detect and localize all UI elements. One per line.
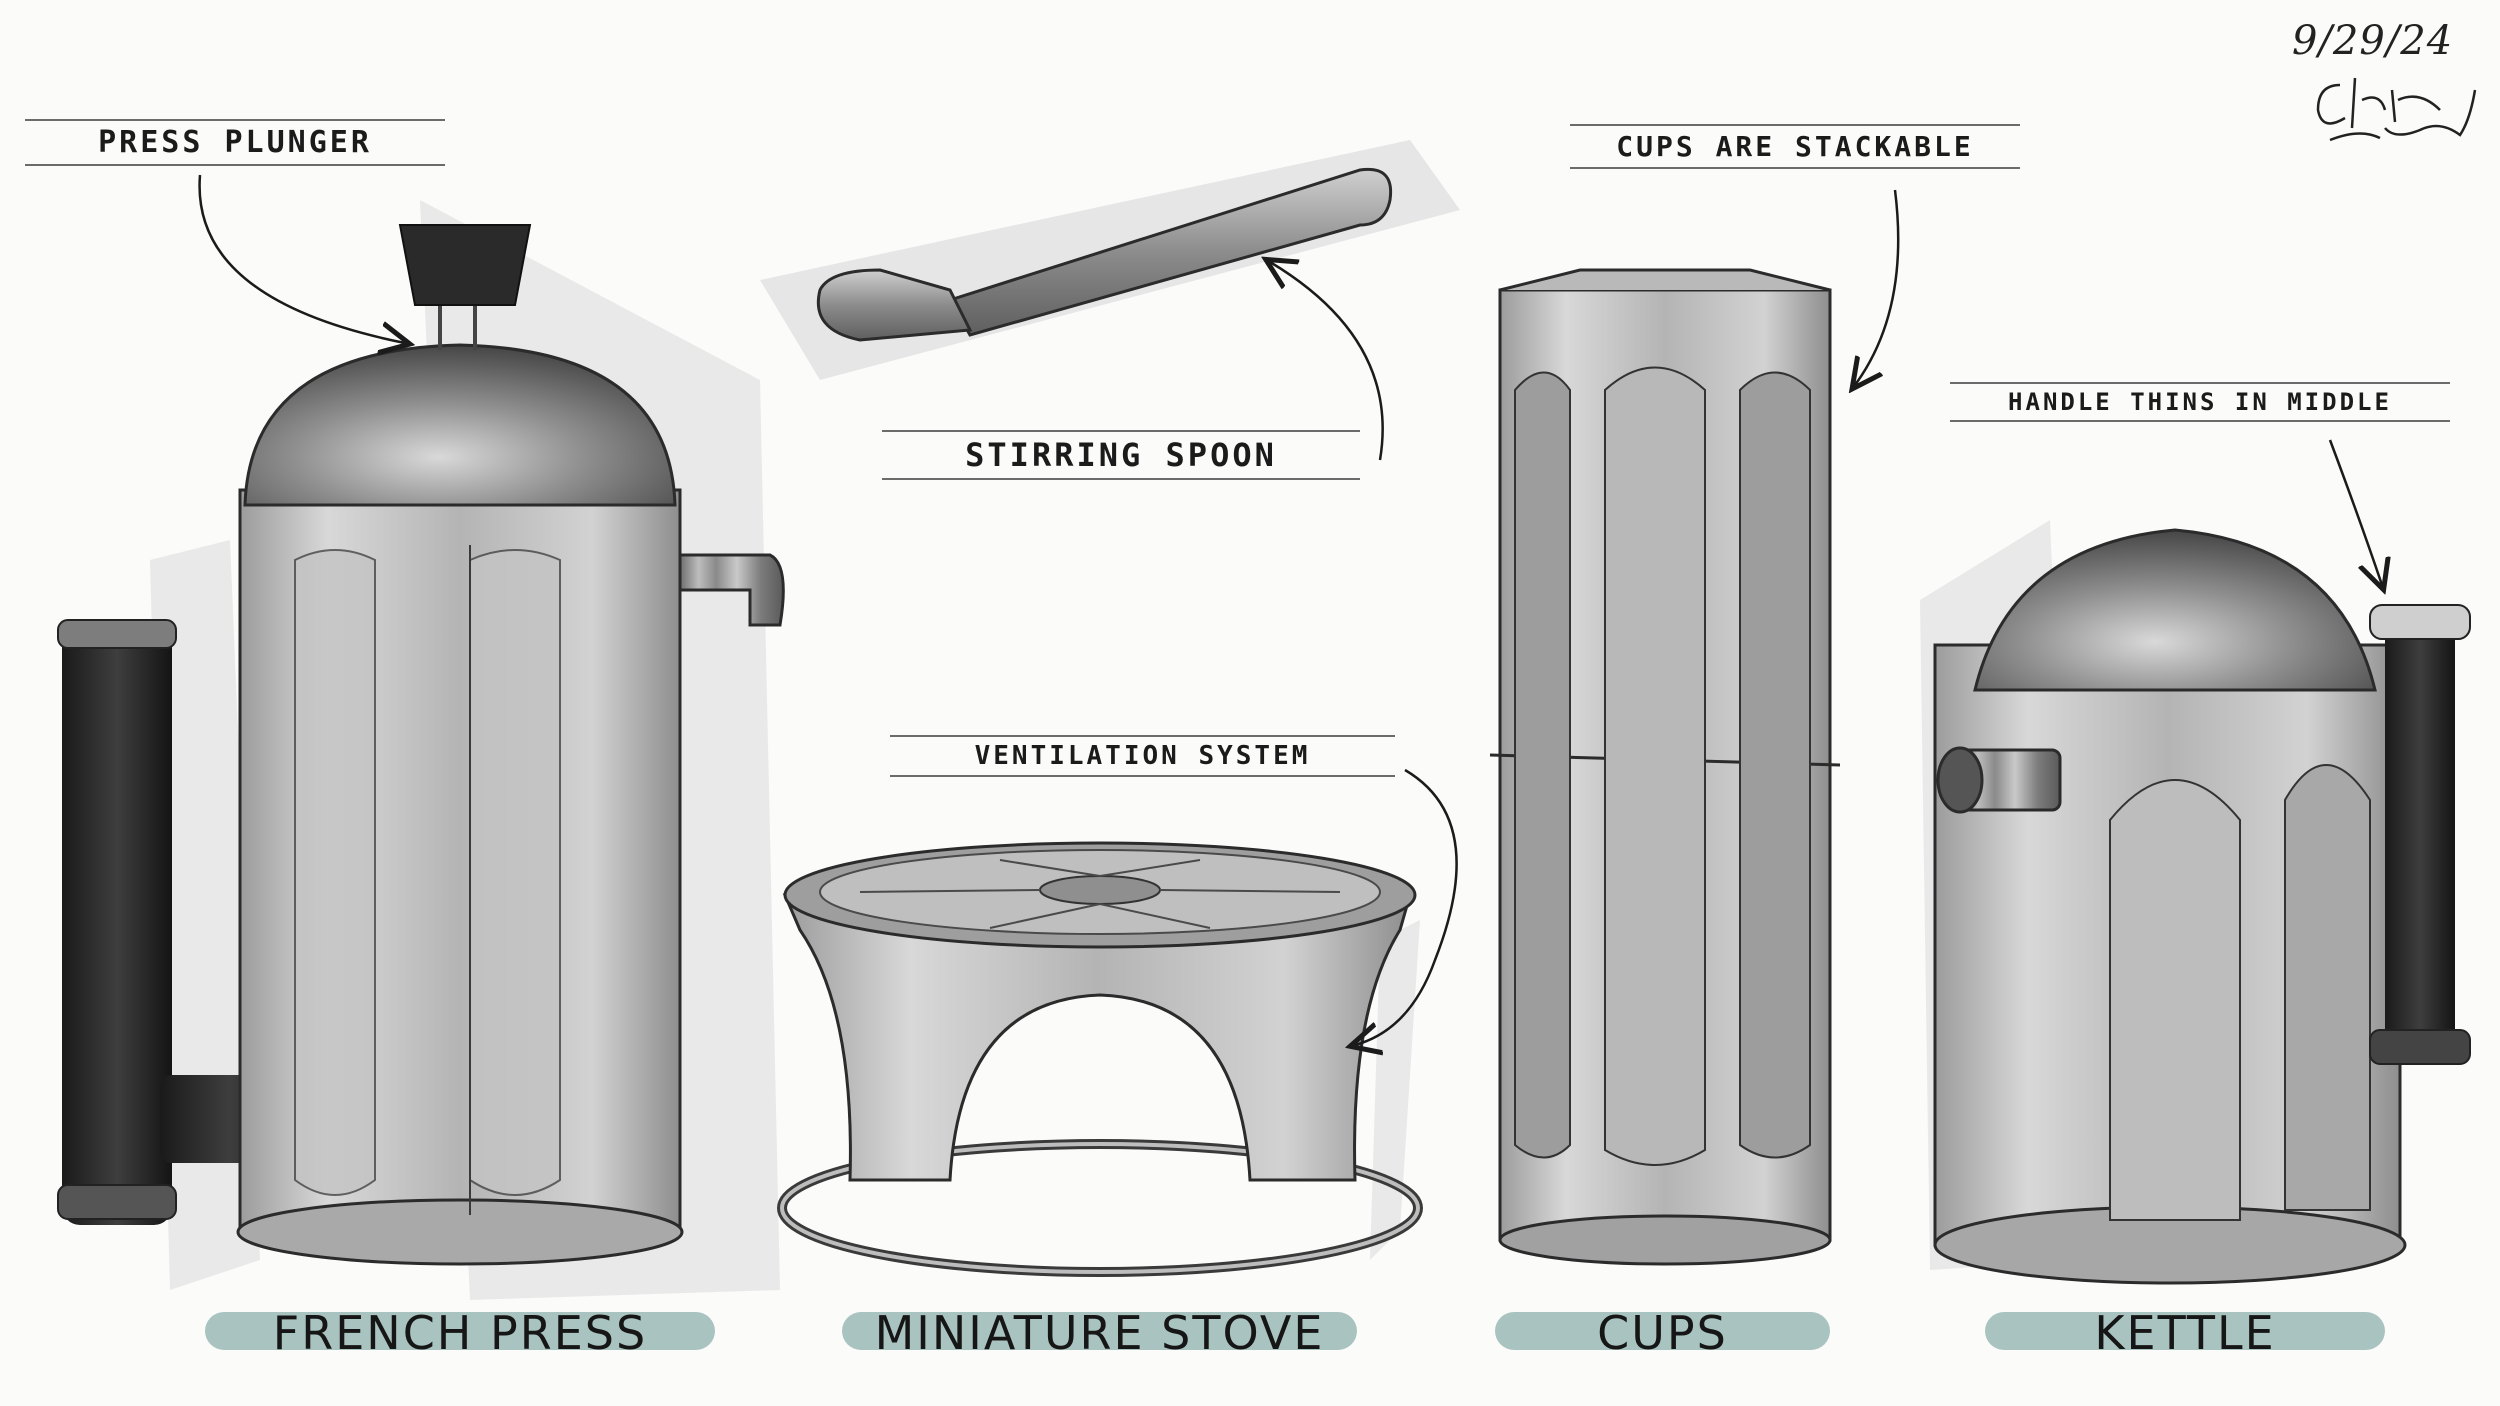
cups-sketch: [1489, 268, 1841, 1266]
label-rule: [1570, 124, 2020, 126]
press-plunger-arrow: [198, 174, 405, 343]
french-press-sketch: [57, 200, 785, 1300]
callout-cups-stackable: CUPS ARE STACKABLE: [1570, 124, 2020, 169]
label-rule: [1950, 420, 2450, 422]
callout-stirring-spoon: STIRRING SPOON: [882, 430, 1360, 480]
title-text: MINIATURE STOVE: [874, 1306, 1325, 1360]
callout-text: STIRRING SPOON: [965, 436, 1277, 474]
signature-date: 9/29/24: [2292, 18, 2454, 64]
title-text: KETTLE: [2094, 1306, 2276, 1360]
handle-arrow: [2328, 439, 2382, 585]
label-rule: [25, 164, 445, 166]
title-text: CUPS: [1597, 1306, 1728, 1360]
title-kettle: KETTLE: [1985, 1306, 2385, 1360]
title-miniature-stove: MINIATURE STOVE: [842, 1306, 1357, 1360]
signature-scrawl: [2316, 77, 2477, 142]
callout-handle-thins: HANDLE THINS IN MIDDLE: [1950, 382, 2450, 422]
title-text: FRENCH PRESS: [272, 1306, 648, 1360]
cups-arrow: [1855, 189, 1900, 385]
callout-text: CUPS ARE STACKABLE: [1616, 130, 1974, 163]
label-rule: [1950, 382, 2450, 384]
label-rule: [882, 478, 1360, 480]
ventilation-arrow: [1355, 768, 1458, 1045]
label-rule: [1570, 167, 2020, 169]
label-rule: [882, 430, 1360, 432]
callout-ventilation: VENTILATION SYSTEM: [890, 735, 1395, 777]
callout-text: VENTILATION SYSTEM: [974, 741, 1311, 771]
label-rule: [890, 775, 1395, 777]
stirring-spoon-arrow: [1270, 262, 1384, 461]
callout-arrows: [198, 174, 2382, 1045]
callout-text: HANDLE THINS IN MIDDLE: [2008, 388, 2392, 416]
callout-press-plunger: PRESS PLUNGER: [25, 119, 445, 166]
title-cups: CUPS: [1495, 1306, 1830, 1360]
label-rule: [25, 119, 445, 121]
title-french-press: FRENCH PRESS: [205, 1306, 715, 1360]
stirring-spoon-sketch: [760, 140, 1460, 380]
miniature-stove-sketch: [777, 841, 1423, 1277]
signature-block: 9/29/24: [2288, 12, 2478, 152]
callout-text: PRESS PLUNGER: [98, 125, 372, 160]
kettle-sketch: [1920, 520, 2471, 1285]
label-rule: [890, 735, 1395, 737]
